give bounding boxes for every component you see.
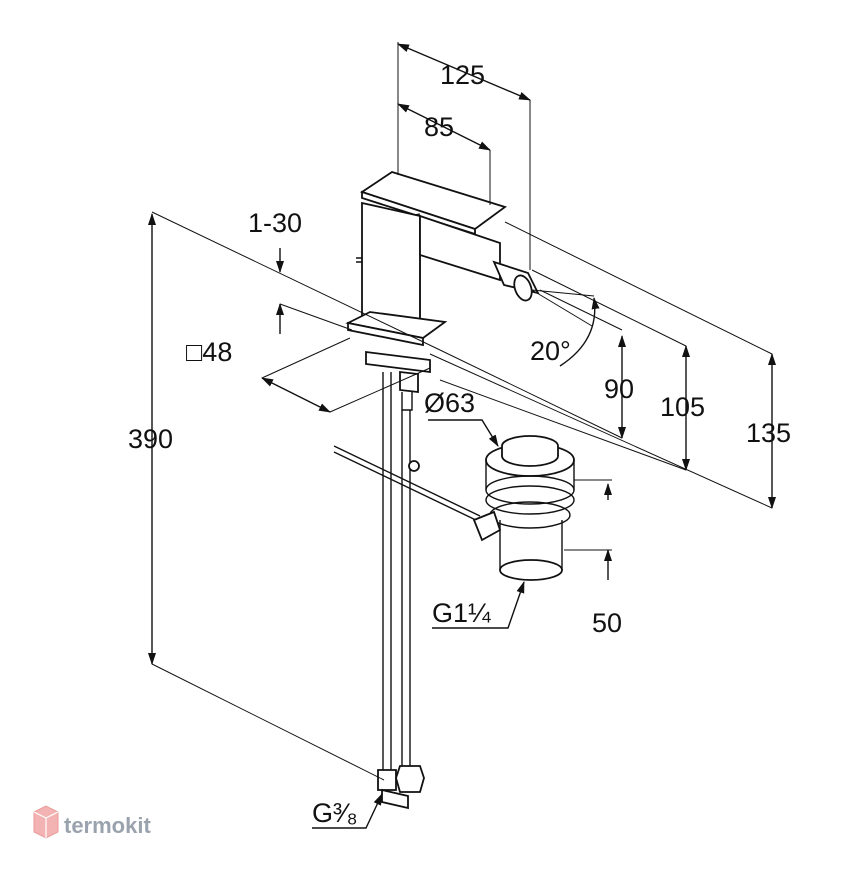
dim-height-135: 135 [746,418,791,448]
watermark-logo: termokit [33,805,151,839]
dim-height-105: 105 [660,392,705,422]
dimension-lines [148,42,776,829]
dim-width-total: 125 [440,60,485,90]
drain-assembly [472,435,575,581]
supply-hoses [377,372,425,810]
dim-base-square: □48 [186,337,232,367]
faucet-body [345,171,540,411]
dim-drain-length: 50 [592,608,622,638]
dim-supply-thread: G³⁄₈ [312,798,358,828]
pop-up-rod [333,445,481,523]
dim-total-height: 390 [128,424,173,454]
watermark-text: termokit [64,813,151,838]
dim-width-lever: 85 [424,112,454,142]
dimension-labels: 125 85 1-30 □48 390 20° 90 105 135 Ø63 G… [128,60,791,828]
dim-lever-travel: 1-30 [248,208,302,238]
dim-height-90: 90 [604,374,634,404]
dim-drain-diameter: Ø63 [424,388,475,418]
dim-drain-thread: G1¼ [432,598,491,628]
dim-spout-angle: 20° [530,336,571,366]
